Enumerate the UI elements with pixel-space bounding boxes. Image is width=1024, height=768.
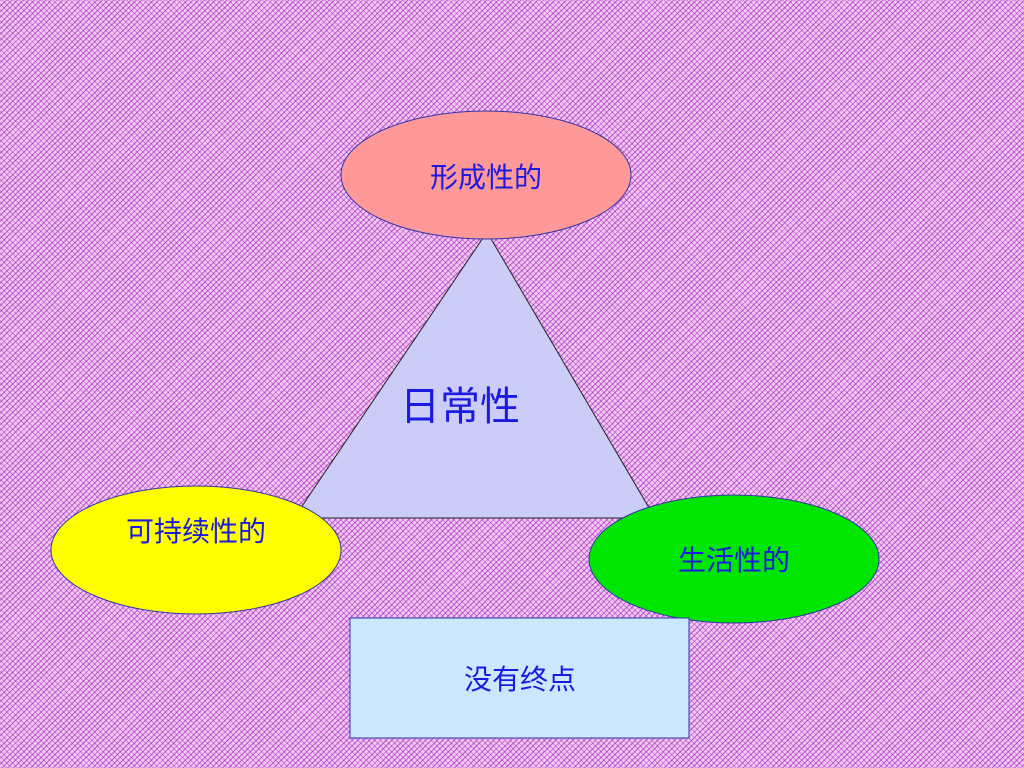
right-node-label: 生活性的: [677, 544, 790, 577]
left-node-label: 可持续性的: [125, 515, 266, 548]
bottom-box-rect: [349, 617, 690, 739]
bottom-box-label: 没有终点: [463, 663, 576, 696]
center-label: 日常性: [400, 384, 520, 430]
right-node-ellipse: [588, 494, 880, 624]
left-node-ellipse: [50, 485, 342, 615]
triangle-shape: [293, 231, 656, 519]
top-node-label: 形成性的: [429, 161, 542, 194]
top-node-ellipse: [340, 110, 632, 240]
